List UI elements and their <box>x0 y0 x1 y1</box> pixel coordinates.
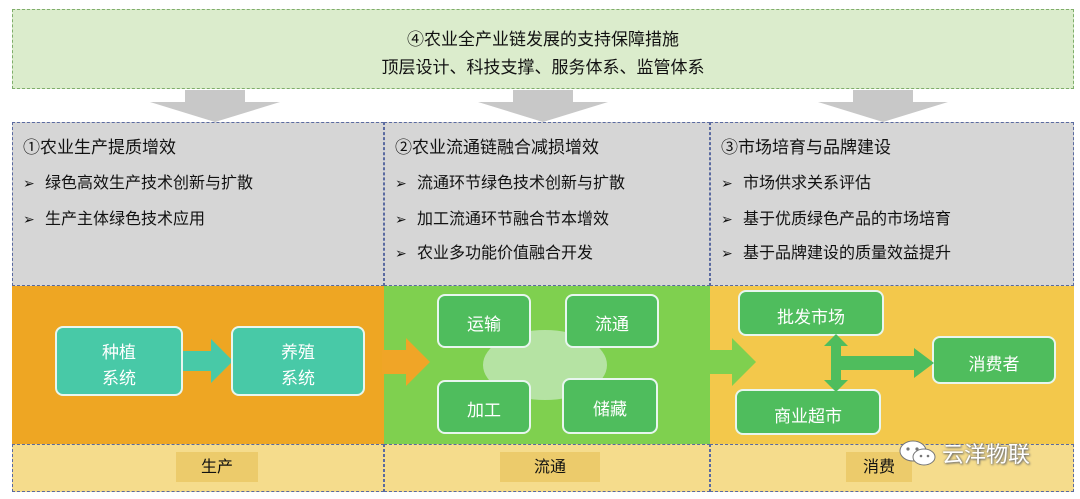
wechat-icon <box>899 440 936 466</box>
bullet-marker: ➢ <box>23 212 35 228</box>
wholesale-market-box: 批发市场 <box>738 290 884 336</box>
right-arrow-to-consumption <box>708 338 756 386</box>
panel-circulation: ②农业流通链融合减损增效 ➢流通环节绿色技术创新与扩散 ➢加工流通环节融合节本增… <box>384 122 710 286</box>
planting-system-box: 种植 系统 <box>55 326 183 396</box>
bullet-marker: ➢ <box>395 176 407 192</box>
panel-consumption: ③市场培育与品牌建设 ➢市场供求关系评估 ➢基于优质绿色产品的市场培育 ➢基于品… <box>710 122 1074 286</box>
footer-label-production: 生产 <box>176 452 258 482</box>
supermarket-box: 商业超市 <box>735 389 881 435</box>
bullet-marker: ➢ <box>721 246 733 262</box>
footer-label-consumption: 消费 <box>846 452 912 482</box>
down-arrow-1 <box>150 90 280 122</box>
panel-circulation-bullet: ➢流通环节绿色技术创新与扩散 <box>395 173 626 192</box>
bullet-marker: ➢ <box>721 176 733 192</box>
panel-circulation-title: ②农业流通链融合减损增效 <box>395 138 599 158</box>
panel-production-bullet: ➢绿色高效生产技术创新与扩散 <box>23 173 254 192</box>
bullet-marker: ➢ <box>721 212 733 228</box>
panel-production-bullet: ➢生产主体绿色技术应用 <box>23 209 206 228</box>
panel-consumption-title: ③市场培育与品牌建设 <box>721 138 891 158</box>
footer-label-circulation: 流通 <box>500 452 600 482</box>
panel-consumption-bullet: ➢基于品牌建设的质量效益提升 <box>721 243 952 262</box>
processing-box: 加工 <box>437 380 531 434</box>
down-arrow-3 <box>818 90 948 122</box>
transport-box: 运输 <box>437 294 531 348</box>
watermark-text: 云洋物联 <box>942 443 1031 468</box>
support-measures-banner: ④农业全产业链发展的支持保障措施 顶层设计、科技支撑、服务体系、监管体系 <box>12 9 1074 89</box>
panel-circulation-bullet: ➢加工流通环节融合节本增效 <box>395 209 610 228</box>
flow-box: 流通 <box>565 294 659 348</box>
panel-circulation-bullet: ➢农业多功能价值融合开发 <box>395 243 594 262</box>
consumption-flow-arrows <box>824 334 934 392</box>
panel-production-title: ①农业生产提质增效 <box>23 138 176 158</box>
panel-production: ①农业生产提质增效 ➢绿色高效生产技术创新与扩散 ➢生产主体绿色技术应用 <box>12 122 384 286</box>
right-arrow-production <box>183 339 233 383</box>
banner-subtitle: 顶层设计、科技支撑、服务体系、监管体系 <box>381 58 705 78</box>
bullet-marker: ➢ <box>395 246 407 262</box>
consumer-box: 消费者 <box>932 336 1056 384</box>
banner-title: ④农业全产业链发展的支持保障措施 <box>407 30 679 50</box>
bullet-marker: ➢ <box>23 176 35 192</box>
storage-box: 储藏 <box>562 378 658 434</box>
right-arrow-to-circulation <box>382 338 430 386</box>
breeding-system-box: 养殖 系统 <box>231 326 365 396</box>
bullet-marker: ➢ <box>395 212 407 228</box>
panel-consumption-bullet: ➢基于优质绿色产品的市场培育 <box>721 209 952 228</box>
down-arrow-2 <box>478 90 608 122</box>
panel-consumption-bullet: ➢市场供求关系评估 <box>721 173 872 192</box>
